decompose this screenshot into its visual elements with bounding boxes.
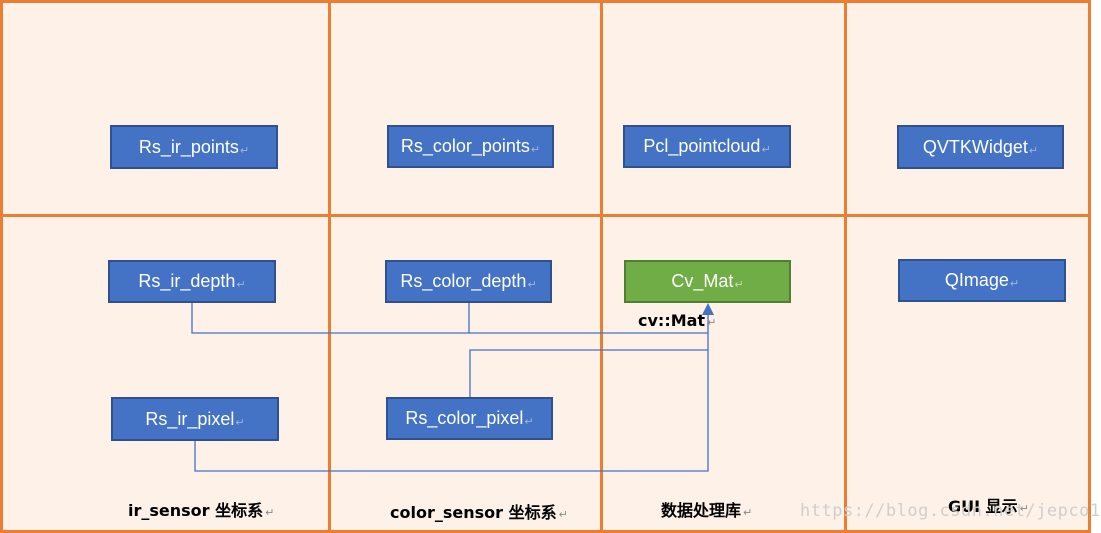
connector-color-pixel xyxy=(469,349,708,398)
paragraph-mark: ↵ xyxy=(530,144,541,156)
node-rs-color-points: Rs_color_points↵ xyxy=(387,125,554,168)
node-rs-ir-pixel: Rs_ir_pixel↵ xyxy=(111,397,279,441)
grid-line-bottom xyxy=(0,530,1091,533)
node-label: Rs_ir_points xyxy=(138,136,239,157)
paragraph-mark: ↵ xyxy=(743,506,753,519)
node-qvtkwidget: QVTKWidget↵ xyxy=(897,125,1064,169)
paragraph-mark: ↵ xyxy=(1028,144,1039,157)
paragraph-mark: ↵ xyxy=(236,279,246,291)
node-label: Cv_Mat xyxy=(671,271,734,291)
node-label: Rs_color_points xyxy=(400,136,530,156)
paragraph-mark: ↵ xyxy=(265,506,275,519)
node-label: Rs_color_pixel xyxy=(405,408,524,428)
node-label: Rs_ir_pixel xyxy=(145,408,235,429)
connector-ir-depth xyxy=(191,302,708,334)
watermark: https://blog.csdn.net/jepco1 xyxy=(800,501,1101,521)
paragraph-mark: ↵ xyxy=(707,316,717,329)
column-label-ir-sensor: ir_sensor 坐标系↵ xyxy=(128,501,275,520)
grid-line-col3 xyxy=(844,0,847,533)
paragraph-mark: ↵ xyxy=(1009,278,1020,290)
paragraph-mark: ↵ xyxy=(527,279,537,291)
column-label-gui: GUI 显示↵ xyxy=(948,497,1029,516)
node-label: Pcl_pointcloud xyxy=(643,136,761,156)
node-label: QVTKWidget xyxy=(922,136,1028,157)
node-rs-ir-points: Rs_ir_points↵ xyxy=(110,125,278,169)
paragraph-mark: ↵ xyxy=(558,508,568,521)
node-rs-ir-depth: Rs_ir_depth↵ xyxy=(108,260,276,303)
grid-line-top xyxy=(0,0,1091,3)
node-rs-color-pixel: Rs_color_pixel↵ xyxy=(386,397,553,440)
grid-line-col1 xyxy=(328,0,331,533)
node-qimage: QImage↵ xyxy=(898,259,1066,302)
paragraph-mark: ↵ xyxy=(239,144,250,157)
paragraph-mark: ↵ xyxy=(1019,502,1029,515)
node-label: Rs_ir_depth xyxy=(138,271,236,291)
node-label: Rs_color_depth xyxy=(400,271,527,291)
paragraph-mark: ↵ xyxy=(734,279,744,291)
edge-label-cv-mat: cv::Mat↵ xyxy=(638,311,717,330)
column-label-color-sensor: color_sensor 坐标系↵ xyxy=(390,503,568,522)
grid-line-left xyxy=(0,0,3,533)
arrowhead-cv-mat xyxy=(702,303,714,315)
column-label-data-processing: 数据处理库↵ xyxy=(661,501,753,520)
paragraph-mark: ↵ xyxy=(524,416,534,428)
node-cv-mat: Cv_Mat↵ xyxy=(624,260,791,303)
connector-ir-pixel xyxy=(194,312,709,472)
node-rs-color-depth: Rs_color_depth↵ xyxy=(385,260,552,303)
paragraph-mark: ↵ xyxy=(761,144,771,156)
grid-line-middle xyxy=(0,214,1091,217)
grid-line-col2 xyxy=(600,0,603,533)
paragraph-mark: ↵ xyxy=(235,416,245,429)
node-label: QImage xyxy=(944,270,1009,290)
grid-line-right xyxy=(1088,0,1091,533)
node-pcl-pointcloud: Pcl_pointcloud↵ xyxy=(623,125,791,168)
